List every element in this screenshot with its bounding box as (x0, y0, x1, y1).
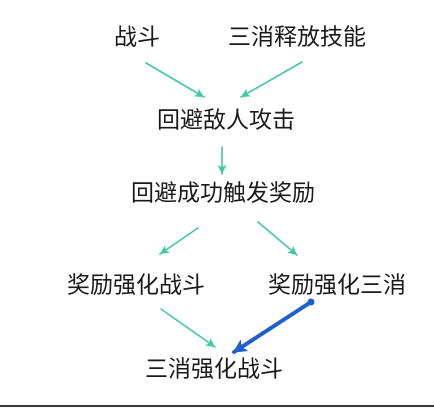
arrow-dodge-reward-to-boost-battle (159, 227, 199, 255)
arrow-boost-battle-to-match3-boost-battle (160, 308, 216, 348)
arrow-match3-skill-to-dodge-attack (240, 61, 303, 98)
node-match3-release-skill: 三消释放技能 (228, 24, 366, 51)
node-match3-boost-battle: 三消强化战斗 (145, 356, 283, 383)
arrow-dodge-reward-to-boost-match3 (257, 221, 298, 256)
node-reward-boost-battle: 奖励强化战斗 (67, 272, 205, 299)
node-reward-boost-match3: 奖励强化三消 (268, 272, 406, 299)
arrow-battle-to-dodge-attack (145, 62, 205, 98)
node-battle: 战斗 (114, 24, 160, 51)
arrow-boost-match3-to-match3-boost-battle (232, 300, 313, 354)
bottom-divider (0, 405, 434, 407)
node-dodge-enemy-attack: 回避敌人攻击 (157, 107, 295, 134)
node-dodge-success-trigger-reward: 回避成功触发奖励 (131, 180, 315, 207)
